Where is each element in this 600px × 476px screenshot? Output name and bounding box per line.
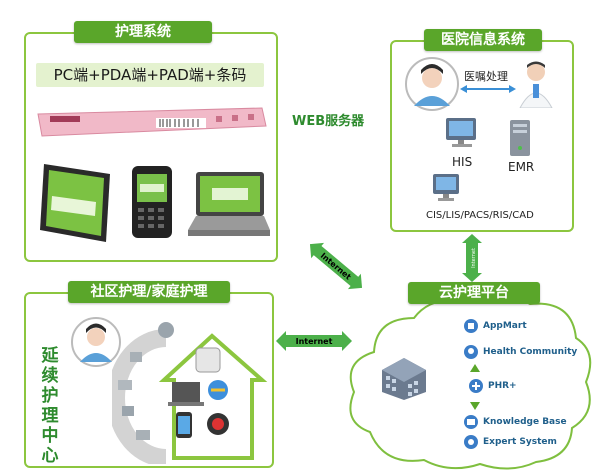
emr-server-icon — [510, 120, 530, 156]
service-knowledge-base-label: Knowledge Base — [483, 417, 567, 427]
bidirectional-arrow-icon — [460, 85, 516, 93]
community-nurse-avatar — [71, 317, 121, 367]
internet-arrow-diagonal: Internet — [309, 242, 363, 290]
extended-care-center-label: 延续护理中心 — [41, 346, 59, 466]
doctor-image — [519, 61, 553, 108]
endpoints-banner — [36, 63, 264, 87]
internet-arrow-horizontal: Internet — [276, 331, 352, 351]
phr-icon — [469, 379, 483, 393]
his-computer-icon — [446, 118, 476, 147]
his-label: HIS — [452, 155, 473, 169]
laptop-device-image — [188, 172, 270, 236]
clinical-systems-label: CIS/LIS/PACS/RIS/CAD — [426, 210, 534, 221]
service-phr: PHR+ — [468, 378, 517, 394]
clinical-computer-icon — [433, 174, 459, 201]
barcode-wristband-image — [37, 107, 267, 137]
expert-system-icon — [464, 435, 478, 449]
health-community-icon — [464, 345, 478, 359]
appmart-icon — [464, 319, 478, 333]
hospital-system-title: 医院信息系统 — [424, 29, 542, 51]
service-health-community-label: Health Community — [483, 347, 578, 357]
internet-label-vertical: Internet — [471, 248, 477, 268]
cloud-platform-title: 云护理平台 — [408, 282, 540, 304]
nurse-avatar-image — [405, 57, 459, 111]
service-expert-system-label: Expert System — [483, 437, 557, 447]
service-health-community: Health Community — [463, 344, 577, 360]
community-care-title: 社区护理/家庭护理 — [68, 281, 230, 303]
knowledge-base-icon — [464, 415, 478, 429]
internet-label-horizontal: Internet — [296, 337, 333, 346]
cloud-shape — [349, 293, 592, 470]
up-arrow-icon — [470, 364, 480, 372]
doctor-link-label: 医嘱处理 — [464, 70, 508, 83]
internet-arrow-vertical: Internet — [462, 234, 482, 282]
emr-label: EMR — [508, 160, 535, 174]
home-devices-illustration — [112, 322, 268, 464]
nursing-system-title: 护理系统 — [74, 21, 212, 43]
service-expert-system: Expert System — [463, 434, 557, 450]
web-server-label: WEB服务器 — [292, 114, 365, 129]
service-appmart: AppMart — [463, 318, 527, 334]
down-arrow-icon — [470, 402, 480, 410]
service-appmart-label: AppMart — [483, 321, 527, 331]
service-phr-label: PHR+ — [488, 381, 517, 391]
pda-device-image — [132, 166, 172, 238]
internet-label-diagonal: Internet — [319, 251, 353, 282]
tablet-device-image — [40, 164, 110, 242]
service-knowledge-base: Knowledge Base — [463, 414, 567, 430]
data-center-building-image — [382, 358, 426, 400]
endpoints-label: PC端+PDA端+PAD端+条码 — [53, 66, 247, 84]
